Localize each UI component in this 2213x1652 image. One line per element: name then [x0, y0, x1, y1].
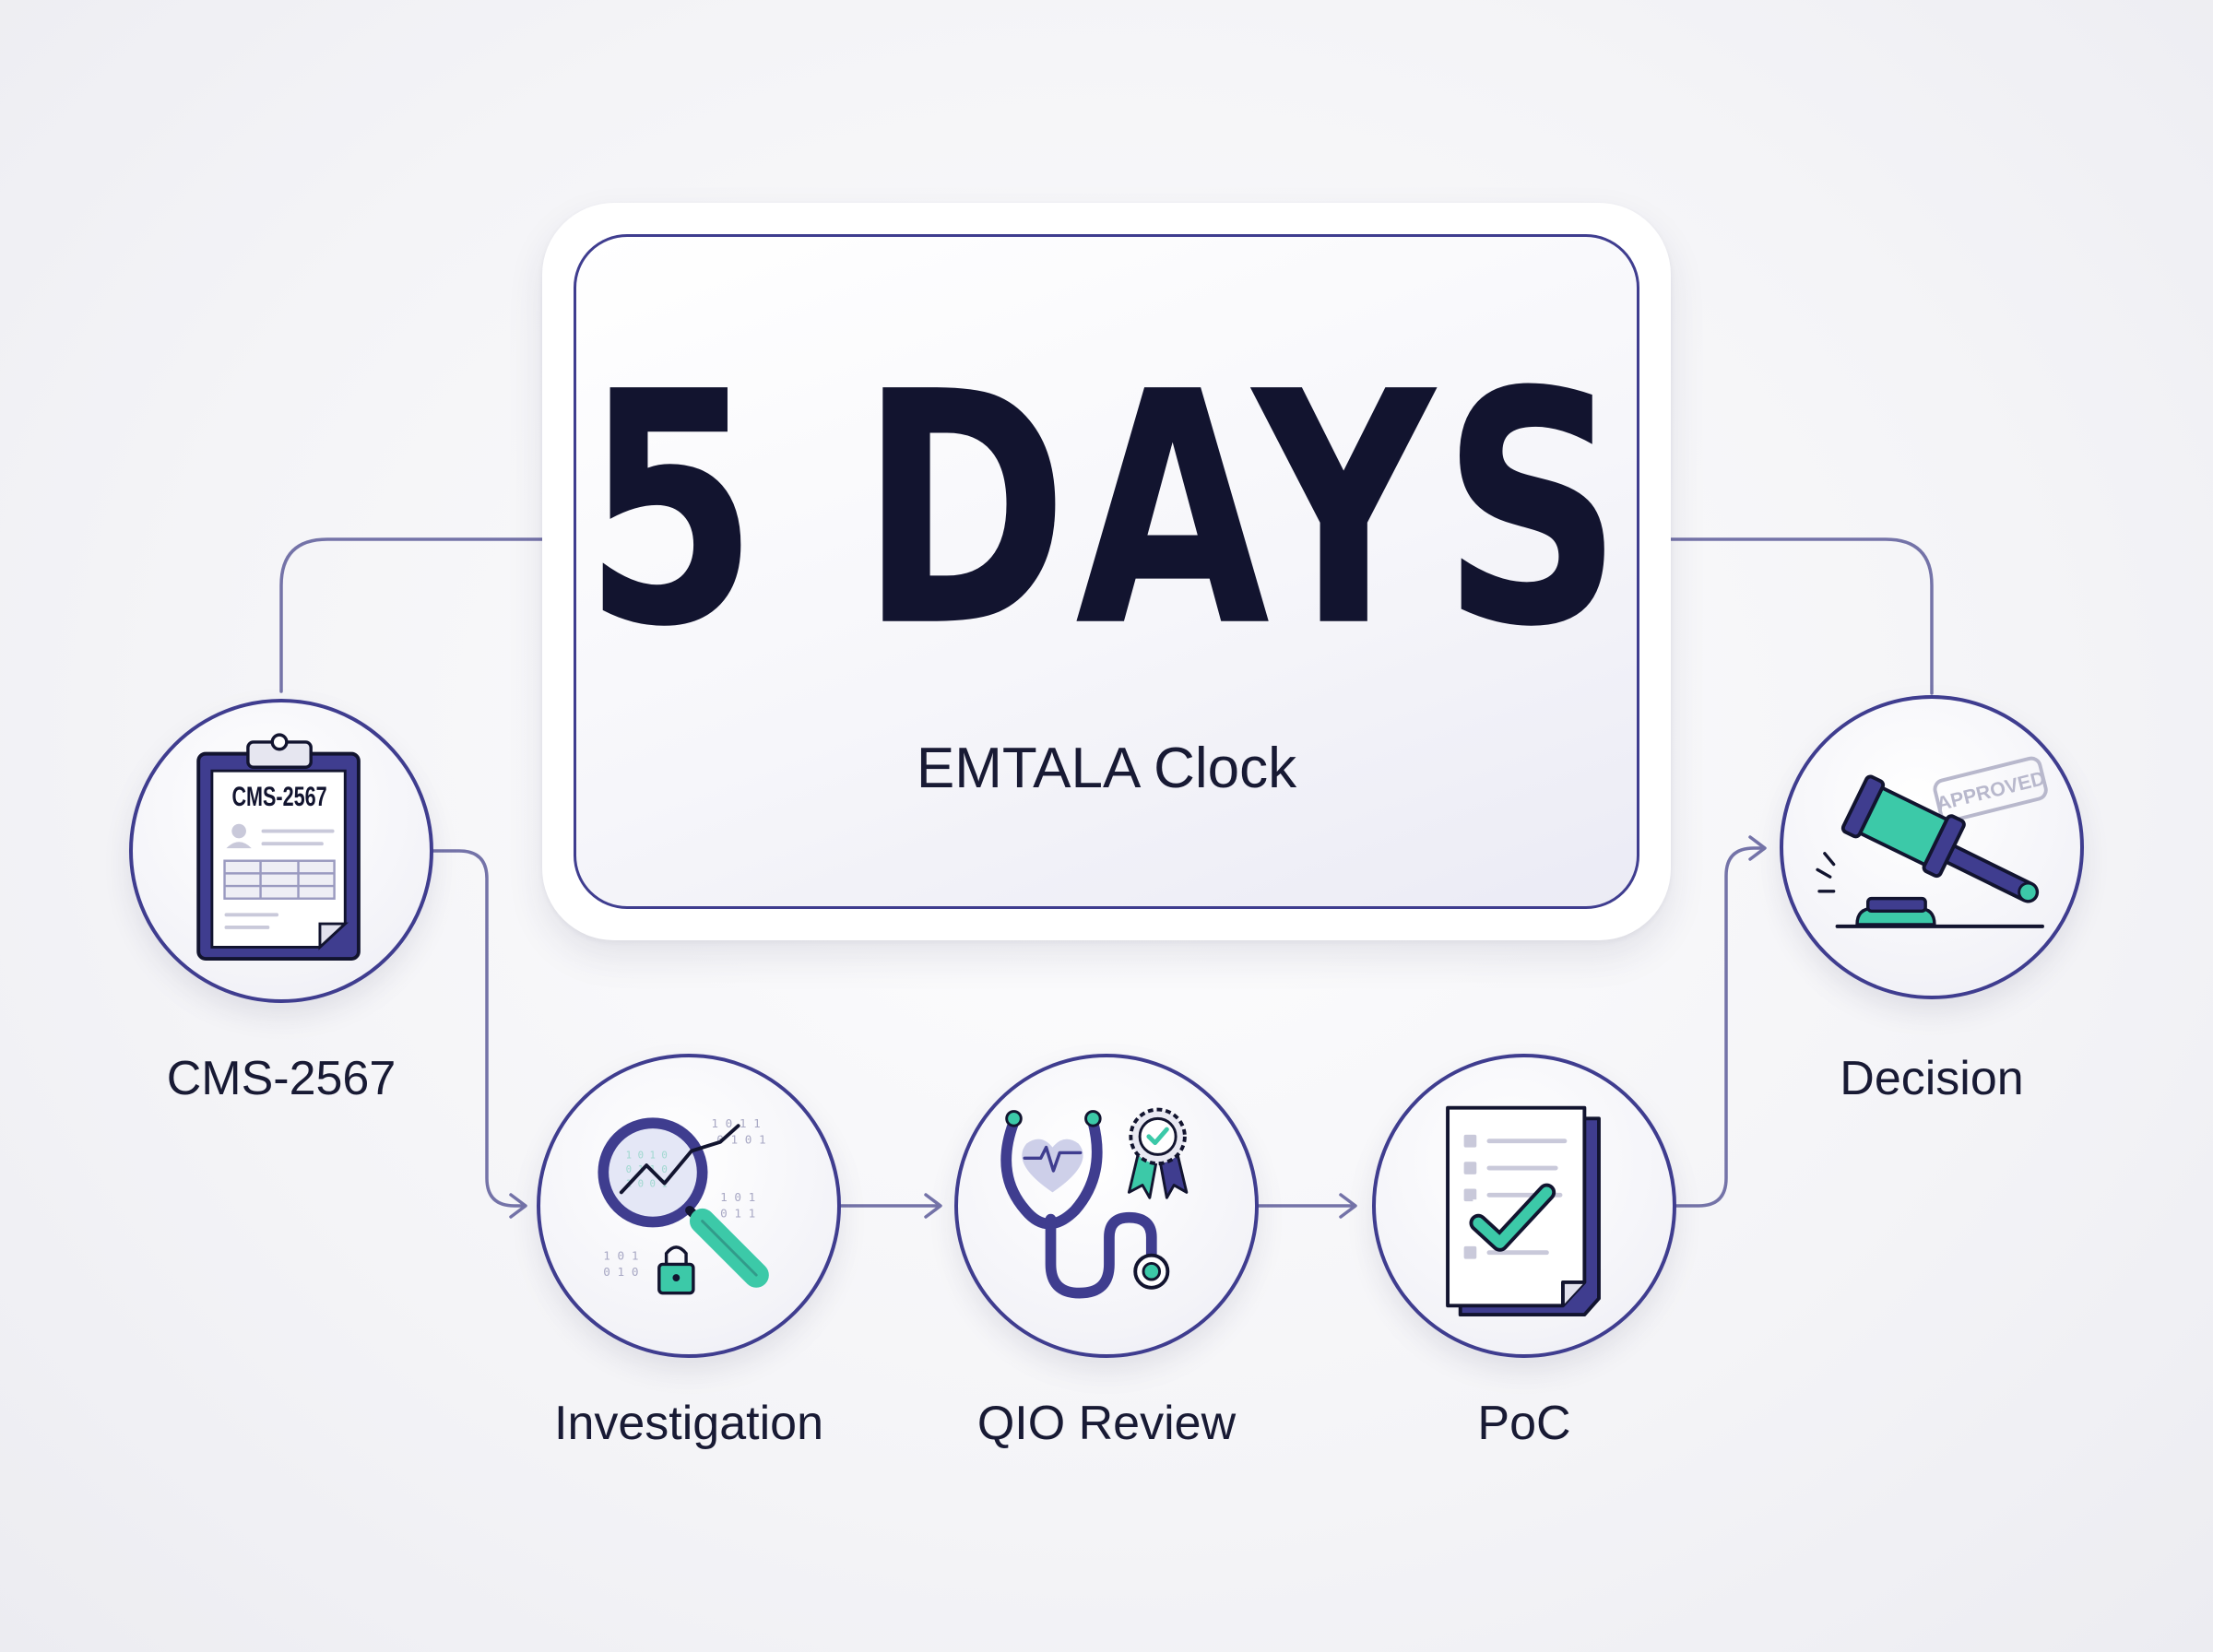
connector-card-to-decision — [1669, 537, 1934, 695]
svg-text:1 0 1 0: 1 0 1 0 — [626, 1149, 668, 1161]
step-qio-review-node — [954, 1054, 1259, 1358]
svg-text:0 1 1: 0 1 1 — [720, 1207, 755, 1221]
step-cms-2567-label: CMS-2567 — [166, 1052, 396, 1105]
emtala-clock-card — [542, 203, 1671, 940]
svg-text:0 1 0: 0 1 0 — [603, 1265, 638, 1279]
step-decision-label: Decision — [1840, 1052, 2024, 1105]
svg-text:1 0 1 1: 1 0 1 1 — [711, 1116, 760, 1130]
step-cms-2567-node: CMS-2567 — [129, 699, 433, 1003]
svg-text:1 0 1: 1 0 1 — [603, 1249, 638, 1263]
approved-stamp-text: APPROVED — [1935, 767, 2048, 815]
headline-5-days: 5 DAYS — [583, 324, 1630, 698]
connector-cms-to-investigation — [432, 849, 526, 1208]
step-poc-node — [1372, 1054, 1676, 1358]
emtala-clock-card-frame — [574, 234, 1639, 909]
step-investigation-label: Investigation — [554, 1397, 823, 1450]
step-poc-label: PoC — [1477, 1397, 1571, 1450]
step-decision-node: APPROVED — [1780, 695, 2084, 999]
svg-text:1 0 1: 1 0 1 — [720, 1190, 755, 1204]
subtitle-emtala-clock: EMTALA Clock — [916, 737, 1297, 800]
clipboard-form-text: CMS-2567 — [231, 783, 326, 812]
connector-poc-to-decision — [1669, 846, 1765, 1208]
svg-text:0 1 1 0: 0 1 1 0 — [626, 1163, 668, 1175]
checklist-document-icon — [1446, 1105, 1601, 1317]
magnifier-lock-icon: 1 0 1 1 0 1 0 1 1 0 1 0 1 1 1 0 1 0 1 0 … — [598, 1116, 769, 1295]
stethoscope-badge-icon — [1000, 1107, 1189, 1299]
step-investigation-node: 1 0 1 1 0 1 0 1 1 0 1 0 1 1 1 0 1 0 1 0 … — [537, 1054, 841, 1358]
svg-text:1 0 0 1: 1 0 0 1 — [626, 1178, 668, 1190]
connector-card-to-cms — [279, 537, 544, 693]
step-qio-review-label: QIO Review — [976, 1397, 1237, 1450]
gavel-approved-icon: APPROVED — [1816, 756, 2048, 928]
clipboard-form-icon: CMS-2567 — [196, 733, 361, 962]
